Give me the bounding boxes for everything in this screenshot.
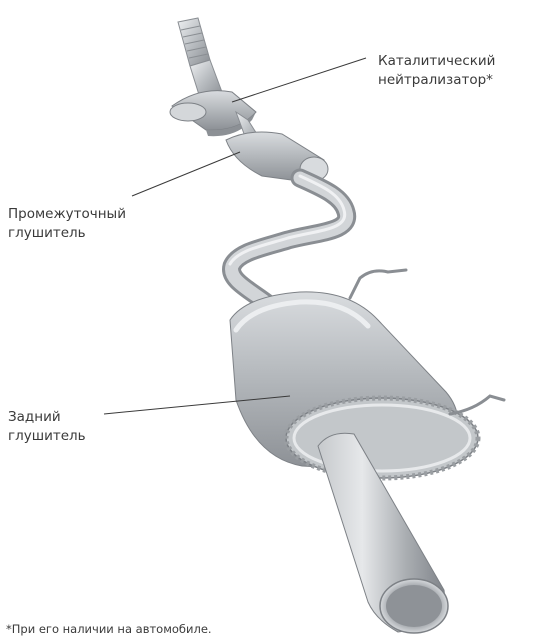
label-rear-line1: Задний [8, 408, 86, 427]
leader-line-intermediate [132, 152, 240, 196]
hanger-right [450, 396, 504, 414]
label-catalytic-line2: нейтрализатор* [378, 71, 495, 90]
label-rear-line2: глушитель [8, 427, 86, 446]
leader-line-catalytic [232, 58, 366, 102]
label-catalytic-converter: Каталитический нейтрализатор* [378, 52, 495, 90]
flex-pipe [178, 18, 222, 98]
label-intermediate-muffler: Промежуточный глушитель [8, 205, 126, 243]
label-rear-muffler: Задний глушитель [8, 408, 86, 446]
label-intermediate-line1: Промежуточный [8, 205, 126, 224]
label-catalytic-line1: Каталитический [378, 52, 495, 71]
label-intermediate-line2: глушитель [8, 224, 126, 243]
footnote: *При его наличии на автомобиле. [6, 622, 212, 636]
hanger-top [350, 270, 406, 298]
